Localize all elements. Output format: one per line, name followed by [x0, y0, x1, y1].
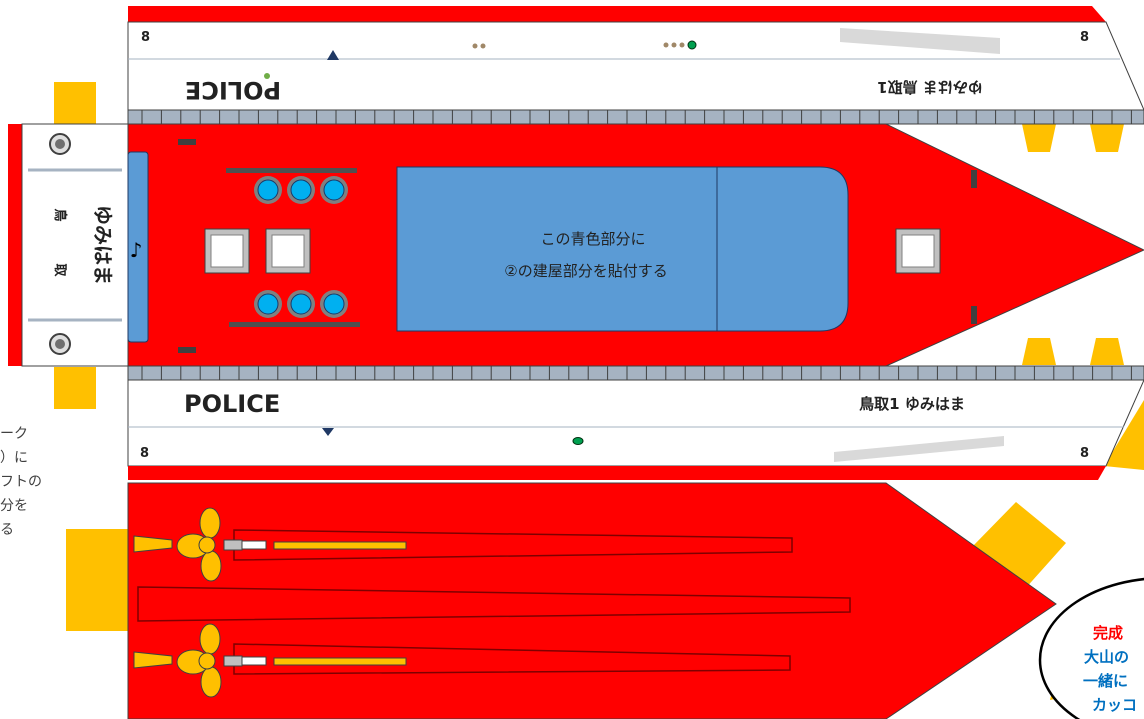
glue-tab: [1090, 338, 1124, 365]
lower-boat-name: 鳥取1 ゆみはま: [859, 395, 965, 413]
upper-boat-name: ゆみはま 鳥取1: [877, 78, 983, 96]
upper-mast-marker: [327, 50, 339, 60]
bottom-hull-shape: [127, 482, 1057, 719]
side-note-line: ）に: [0, 450, 28, 466]
porthole-icon: [320, 290, 348, 318]
upper-red-stripe: [128, 6, 1106, 22]
glue-tab: [54, 82, 96, 124]
cleat: [178, 347, 196, 353]
stern-white-panel: [21, 123, 129, 367]
stern-boat-name: ゆみはま: [91, 205, 115, 285]
stern-panel: ゆみはま 鳥 取: [8, 123, 129, 367]
upper-beacon: [264, 73, 270, 79]
porthole-row-top: [226, 168, 357, 204]
glue-tab: [1022, 124, 1056, 152]
window-icon: [265, 228, 311, 274]
cleat: [971, 170, 977, 188]
upper-number-left: 8: [141, 30, 150, 45]
side-note-line: る: [0, 522, 14, 538]
callout-bubble: 完成 大山の 一緒に カッコ: [1038, 577, 1144, 719]
glue-tab: [972, 502, 1066, 590]
bottom-hull: [127, 482, 1057, 719]
lower-side-panel: POLICE 鳥取1 ゆみはま 8 8: [127, 379, 1144, 480]
deck: ♪ この青色部分に ②の建屋部分を貼付する: [127, 123, 1144, 367]
stern-porthole: [49, 133, 71, 155]
stern-port-char: 鳥: [52, 208, 68, 221]
side-note: ーク ）に フトの 分を る: [0, 422, 75, 542]
side-note-line: 分を: [0, 498, 28, 514]
upper-light: [663, 42, 669, 48]
glue-tabs: [54, 82, 1144, 700]
propeller-shaft-bottom: [133, 623, 791, 698]
callout-line: 大山の: [1084, 648, 1129, 666]
upper-green-light: [687, 40, 697, 50]
stern-gate: [127, 151, 149, 343]
cabin-instruction-line2: ②の建屋部分を貼付する: [504, 262, 667, 280]
lower-red-stripe: [128, 466, 1106, 480]
glue-tab: [66, 529, 128, 631]
upper-light: [679, 42, 685, 48]
glue-tab: [1104, 400, 1144, 470]
porthole-icon: [287, 290, 315, 318]
glue-tab: [1090, 124, 1124, 152]
keel: [137, 586, 851, 622]
lower-white-band: [127, 379, 1144, 467]
porthole-icon: [254, 290, 282, 318]
side-note-line: フトの: [0, 474, 42, 490]
upper-side-panel: 8 8 POLICE ゆみはま 鳥取1: [127, 6, 1144, 111]
upper-light: [480, 43, 486, 49]
stern-red-edge: [8, 124, 22, 366]
upper-police-text: POLICE: [185, 76, 281, 104]
lower-police-text: POLICE: [184, 390, 280, 418]
stern-porthole: [49, 333, 71, 355]
porthole-icon: [320, 176, 348, 204]
glue-tab: [1022, 338, 1056, 365]
callout-line: 完成: [1093, 624, 1123, 642]
porthole-row-bottom: [229, 290, 360, 327]
glue-tab: [54, 367, 96, 409]
cabin-mount-area: [396, 166, 849, 332]
cleat: [178, 139, 196, 145]
propeller-icon: [176, 507, 222, 582]
lower-mast-marker: [322, 428, 334, 436]
cabin-instruction-line1: この青色部分に: [540, 230, 645, 248]
lower-number-left: 8: [140, 446, 149, 461]
upper-light: [671, 42, 677, 48]
side-note-line: ーク: [0, 426, 28, 442]
stern-gate-mark: ♪: [130, 238, 143, 262]
upper-number-right: 8: [1080, 30, 1089, 45]
cleat: [971, 306, 977, 324]
stern-port-char: 取: [52, 263, 67, 277]
window-icon: [204, 228, 250, 274]
lower-green-light: [572, 437, 584, 445]
porthole-icon: [287, 176, 315, 204]
propeller-icon: [176, 623, 222, 698]
lower-bow-wave: [834, 436, 1004, 462]
upper-light: [472, 43, 478, 49]
window-icon: [895, 228, 941, 274]
upper-rail: [127, 109, 1144, 125]
lower-number-right: 8: [1080, 446, 1089, 461]
lower-rail: [127, 365, 1144, 381]
porthole-icon: [254, 176, 282, 204]
callout-line: カッコ: [1092, 696, 1137, 714]
propeller-shaft-top: [133, 507, 793, 582]
upper-bow-wave: [840, 28, 1000, 54]
callout-line: 一緒に: [1083, 672, 1128, 690]
